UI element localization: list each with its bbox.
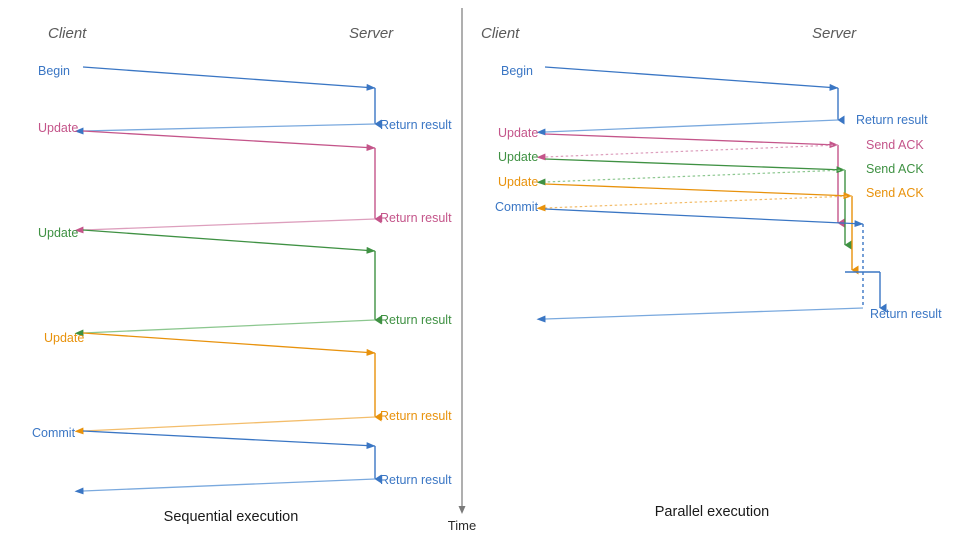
message-arrow [544,158,846,174]
message-label: Send ACK [866,138,924,152]
message-arrow [544,183,853,200]
message-arrow [536,307,864,323]
message-label: Commit [495,200,539,214]
message-label: Send ACK [866,186,924,200]
message-arrow [544,208,864,228]
panel-caption: Parallel execution [655,504,769,520]
message-label: Update [38,226,78,240]
message-label: Update [498,126,538,140]
message-arrow [74,319,376,337]
message-label: Return result [380,313,452,327]
message-arrow [536,119,839,136]
message-label: Begin [501,64,533,78]
message-label: Commit [32,426,76,440]
message-arrow [82,66,376,91]
lane-header-client: Client [48,25,87,42]
message-arrow [82,430,376,450]
message-label: Return result [380,473,452,487]
message-label: Return result [870,307,942,321]
time-axis-arrowhead [458,506,466,514]
message-label: Begin [38,64,70,78]
message-arrow [82,229,376,254]
lane-header-server: Server [349,25,394,42]
lane-header-server: Server [812,25,857,42]
message-label: Update [44,331,84,345]
message-label: Return result [380,118,452,132]
message-label: Update [498,175,538,189]
message-arrow [544,133,839,149]
message-arrow [544,66,839,91]
lane-header-client: Client [481,25,520,42]
message-arrow [82,130,376,152]
message-label: Update [498,150,538,164]
message-arrow [74,478,376,495]
message-arrow [74,218,376,234]
message-arrow [74,123,376,135]
message-label: Return result [380,211,452,225]
message-label: Return result [856,113,928,127]
panel-caption: Sequential execution [164,509,299,525]
message-arrow [536,144,839,161]
message-label: Return result [380,409,452,423]
time-axis-label: Time [448,518,476,533]
message-arrow [82,332,376,356]
message-label: Send ACK [866,162,924,176]
message-arrow [536,195,853,212]
message-label: Update [38,121,78,135]
message-arrow [536,169,846,186]
message-arrow [74,416,376,435]
